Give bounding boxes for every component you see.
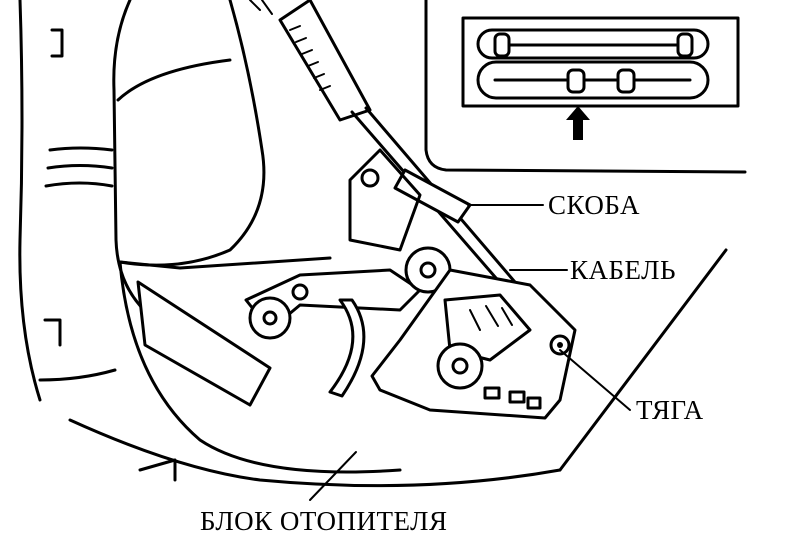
inset-slider-panel — [461, 16, 740, 140]
bracket-screw — [360, 168, 380, 188]
lower-left-knob — [566, 68, 586, 94]
inset-frame — [461, 16, 740, 108]
casing-lower-lip — [118, 256, 332, 270]
duct-lower-edge — [38, 368, 117, 382]
upper-left-knob — [493, 32, 511, 58]
rod-end-pin-center — [557, 342, 563, 348]
hook-lever — [328, 298, 366, 398]
lever-inner-frame — [443, 293, 532, 362]
cable-sheath — [278, 0, 372, 122]
label-cable: КАБЕЛЬ — [570, 255, 676, 285]
dashboard-outline — [424, 0, 747, 472]
lower-right-knob — [616, 68, 636, 94]
casing-top-arc — [116, 58, 232, 102]
bracket-plate — [348, 148, 422, 252]
duct-ribs — [44, 146, 114, 188]
label-bracket: СКОБА — [548, 190, 640, 220]
lever-plate — [370, 268, 577, 420]
arm-pivot-inner — [262, 310, 278, 326]
up-arrow-icon — [566, 106, 590, 140]
panel-edge — [424, 0, 747, 174]
slot-a — [483, 386, 501, 400]
label-heater-unit: БЛОК ОТОПИТЕЛЯ — [200, 506, 447, 536]
panel-slope-line — [558, 248, 728, 472]
sheath-hatching — [289, 25, 331, 91]
linkage-assembly — [244, 246, 452, 398]
leader-heater-unit — [309, 451, 357, 501]
slot-b — [508, 390, 526, 404]
lower-slider-track — [476, 60, 710, 100]
lever-slots — [469, 305, 513, 331]
cable-bracket — [348, 148, 472, 252]
casing-bottom-curve — [118, 260, 402, 474]
label-rod: ТЯГА — [636, 395, 704, 425]
upper-cam-hub — [419, 261, 437, 279]
upper-right-knob — [676, 32, 694, 58]
left-wall-outer — [18, 0, 42, 402]
lower-cam-hub — [451, 357, 469, 375]
leader-lines — [309, 204, 631, 501]
lower-vent-flap — [136, 280, 272, 407]
bracket-clip — [393, 168, 472, 224]
upper-slider-track — [476, 28, 710, 60]
casing-front-curve — [118, 0, 266, 267]
base-tab — [138, 458, 177, 482]
casing-base-line — [68, 418, 562, 488]
top-ribs — [249, 0, 273, 15]
left-clip-bottom — [43, 318, 62, 347]
leader-rod — [559, 349, 631, 411]
heater-unit-body — [18, 0, 562, 488]
arm-joint — [291, 283, 309, 301]
mode-door-lever — [370, 268, 577, 420]
slot-c — [526, 396, 542, 410]
left-clip-top — [50, 28, 64, 58]
